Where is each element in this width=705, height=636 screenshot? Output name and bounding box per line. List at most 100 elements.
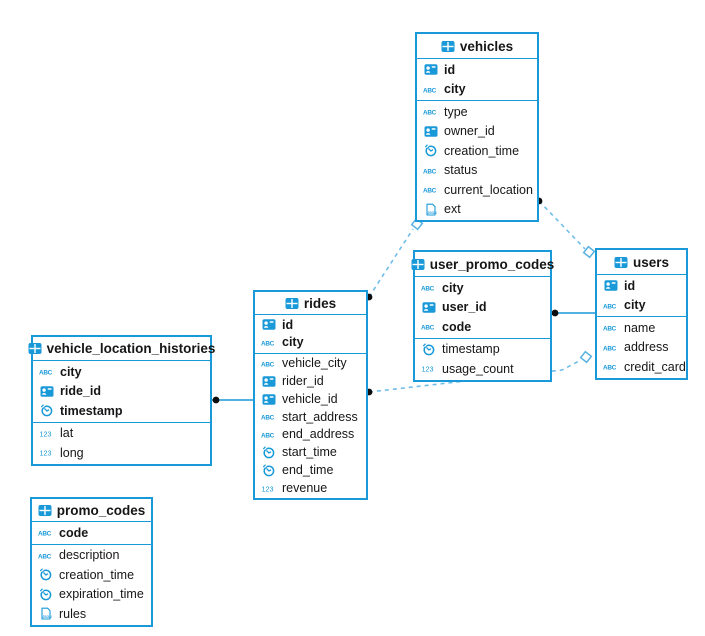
field-label: type — [444, 104, 468, 119]
field-ext[interactable]: JSON ext — [417, 200, 537, 220]
svg-text:ABC: ABC — [423, 87, 437, 94]
table-header-users[interactable]: users — [597, 250, 686, 275]
table-header-vehicle_location_histories[interactable]: vehicle_location_histories — [28, 337, 215, 361]
field-label: description — [59, 548, 120, 562]
svg-text:JSON: JSON — [427, 211, 437, 215]
field-label: start_address — [282, 409, 358, 424]
field-label: current_location — [444, 182, 533, 197]
field-user_id[interactable]: user_id — [415, 298, 550, 318]
endpoint-dot — [551, 309, 559, 317]
field-expiration_time[interactable]: expiration_time — [32, 585, 151, 605]
uuid-type-icon — [424, 64, 438, 76]
field-label: ext — [444, 202, 461, 216]
table-icon — [614, 256, 628, 268]
table-header-user_promo_codes[interactable]: user_promo_codes — [411, 252, 554, 277]
svg-text:ABC: ABC — [603, 345, 617, 352]
table-title: promo_codes — [56, 502, 146, 518]
timestamp-type-icon — [41, 404, 53, 417]
field-ride_id[interactable]: ride_id — [33, 382, 210, 402]
uuid-type-icon — [262, 393, 276, 405]
field-label: rider_id — [282, 374, 324, 389]
field-start_time[interactable]: start_time — [255, 444, 366, 462]
text-type-icon: ABC — [261, 362, 275, 369]
relationship-vehicles-to-users[interactable] — [535, 197, 596, 259]
field-label: credit_card — [624, 359, 686, 374]
field-timestamp[interactable]: timestamp — [415, 340, 550, 360]
svg-text:123: 123 — [40, 449, 52, 458]
field-label: timestamp — [442, 342, 500, 356]
field-label: city — [624, 298, 646, 312]
field-label: city — [444, 82, 466, 96]
json-type-icon: JSON — [426, 203, 437, 216]
relationship-user_promo_codes-to-users[interactable] — [551, 309, 595, 317]
field-label: creation_time — [59, 567, 135, 582]
field-city[interactable]: ABC city — [597, 296, 686, 316]
svg-text:ABC: ABC — [421, 286, 435, 293]
table-header-promo_codes[interactable]: promo_codes — [32, 499, 151, 522]
field-type[interactable]: ABC type — [417, 102, 537, 122]
field-label: vehicle_id — [282, 391, 338, 406]
endpoint-dot — [212, 396, 220, 404]
field-label: creation_time — [444, 143, 520, 158]
field-timestamp[interactable]: timestamp — [33, 401, 210, 421]
svg-text:ABC: ABC — [261, 433, 275, 440]
table-header-vehicles[interactable]: vehicles — [417, 34, 537, 59]
table-title: user_promo_codes — [429, 256, 555, 272]
field-id[interactable]: id — [597, 276, 686, 296]
field-end_time[interactable]: end_time — [255, 461, 366, 479]
field-creation_time[interactable]: creation_time — [32, 565, 151, 585]
svg-text:ABC: ABC — [423, 168, 437, 175]
timestamp-type-icon — [425, 144, 437, 157]
json-type-icon: JSON — [41, 607, 52, 620]
field-label: id — [444, 62, 456, 77]
svg-text:ABC: ABC — [423, 110, 437, 117]
text-type-icon: ABC — [603, 303, 617, 310]
field-start_address[interactable]: ABC start_address — [255, 408, 366, 426]
field-current_location[interactable]: ABC current_location — [417, 180, 537, 200]
table-title: vehicle_location_histories — [46, 341, 216, 356]
svg-text:123: 123 — [262, 484, 274, 493]
text-type-icon: ABC — [423, 188, 437, 195]
field-id[interactable]: id — [417, 60, 537, 80]
field-owner_id[interactable]: owner_id — [417, 122, 537, 142]
field-rider_id[interactable]: rider_id — [255, 372, 366, 390]
svg-text:123: 123 — [40, 429, 52, 438]
field-creation_time[interactable]: creation_time — [417, 141, 537, 161]
relationship-line — [368, 359, 582, 393]
field-id[interactable]: id — [255, 316, 366, 334]
field-label: owner_id — [444, 124, 495, 138]
table-header-rides[interactable]: rides — [255, 292, 366, 315]
field-city[interactable]: ABC city — [417, 80, 537, 100]
text-type-icon: ABC — [261, 415, 275, 422]
field-vehicle_id[interactable]: vehicle_id — [255, 390, 366, 408]
relationship-vehicle_location_histories-to-rides[interactable] — [212, 396, 253, 404]
